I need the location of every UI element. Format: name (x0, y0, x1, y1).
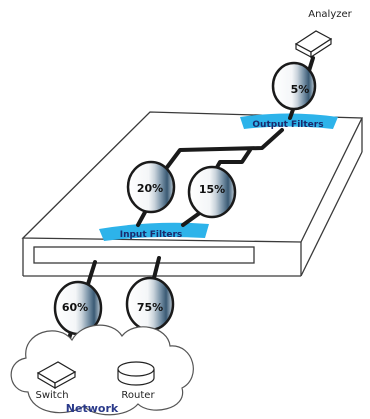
output-filters-band (240, 113, 338, 129)
filter-appliance (21, 111, 364, 277)
input-filter-gauge-left: 20% (126, 160, 176, 214)
input-filters-band (99, 222, 209, 241)
output-filter-gauge: 5% (271, 61, 317, 111)
router-device (117, 361, 155, 386)
router-label: Router (121, 390, 155, 401)
analyzer-label: Analyzer (308, 9, 352, 20)
output-filters-label: Output Filters (252, 120, 323, 130)
switch-device (36, 361, 77, 390)
switch-link-percent: 60% (62, 301, 88, 314)
input-filter-left-percent: 20% (137, 182, 163, 195)
router-link-gauge: 75% (125, 276, 175, 332)
analyzer-device (294, 30, 333, 59)
switch-label: Switch (35, 390, 68, 401)
input-filters-label: Input Filters (120, 230, 183, 240)
network-cloud (10, 324, 194, 416)
output-filter-percent: 5% (291, 83, 310, 96)
switch-link-gauge: 60% (53, 280, 103, 336)
router-link-percent: 75% (137, 301, 163, 314)
network-label: Network (66, 402, 119, 415)
input-filter-right-percent: 15% (199, 183, 225, 196)
input-filter-gauge-right: 15% (187, 165, 237, 219)
internal-line-left (163, 128, 284, 172)
